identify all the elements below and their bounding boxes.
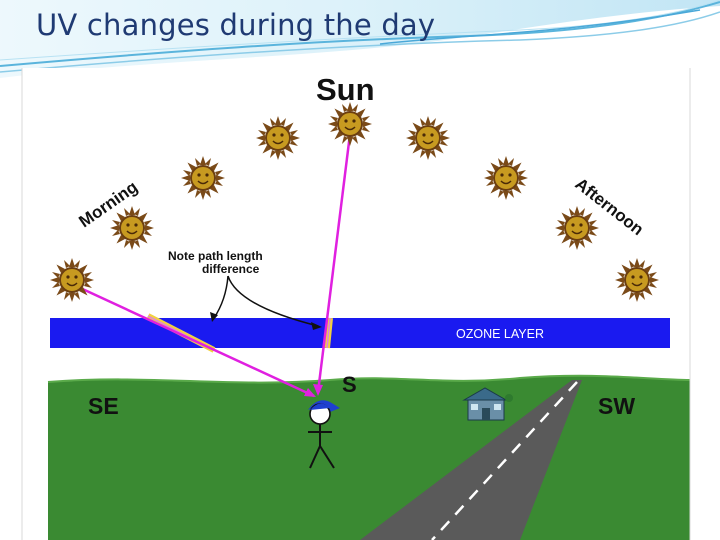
road-center-line (431, 381, 578, 540)
ozone-layer (50, 318, 670, 348)
ground (48, 375, 690, 540)
svg-text:rays traverse a greaterdistanc: rays traverse a greaterdistance throught (366, 273, 558, 284)
noon-ray (316, 133, 352, 393)
direction-s: S (342, 372, 357, 397)
svg-text:In the morning and afternoon,: In the morning and afternoon, the suns (366, 262, 552, 273)
road (360, 380, 582, 540)
svg-text:distance, there is greater abs: distance, there is greater absorption! (366, 295, 542, 306)
note-label-line1: Note path length (168, 249, 263, 263)
sun-label: Sun (316, 72, 375, 107)
svg-text:the ozone layer. Since they t: the ozone layer. Since they travel a gre… (356, 284, 558, 295)
note-label-line2: difference (202, 262, 260, 276)
header-swoosh (0, 0, 720, 78)
morning-ray (75, 284, 315, 398)
direction-se: SE (88, 393, 119, 419)
slide-title: UV changes during the day (36, 8, 436, 42)
ozone-layer-label: OZONE LAYER (456, 327, 544, 341)
explanation-text: In the morning and afternoon, the suns r… (356, 262, 558, 306)
direction-sw: SW (598, 393, 635, 419)
stick-figure (308, 400, 340, 469)
house (462, 387, 513, 421)
